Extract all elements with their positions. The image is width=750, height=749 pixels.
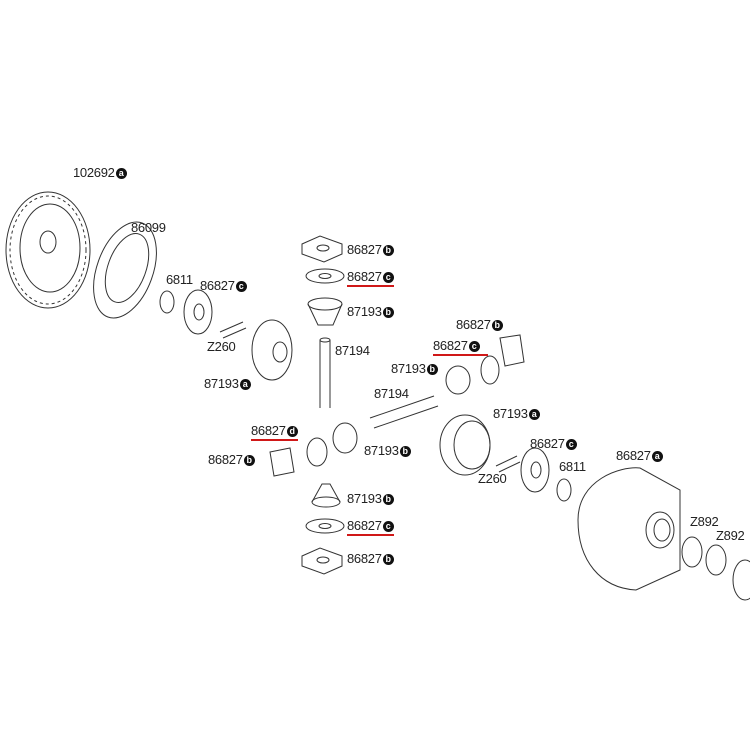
part-number: 86827 [200,278,235,293]
part-label: 87194 [335,344,370,358]
o-ring-2 [705,544,727,576]
part-number: Z892 [716,528,745,543]
side-gear-right [439,414,491,476]
pin-z260-left [219,321,247,339]
part-number: 86827 [208,452,243,467]
part-number: 86827 [616,448,651,463]
variant-badge: c [382,520,394,532]
shim-washer-left [183,289,213,335]
ring-gear [5,191,91,309]
part-label: 87194 [374,387,409,401]
part-label: Z260 [207,339,236,354]
variant-badge: a [651,450,663,462]
washer-6811-right [556,478,572,502]
variant-badge: c [565,438,577,450]
part-number: 87193 [391,361,426,376]
part-number: 6811 [166,272,193,287]
part-number: Z260 [207,339,236,354]
part-number: 86827 [251,423,286,438]
part-number: 87193 [364,443,399,458]
part-number: 87193 [493,406,528,421]
cross-shaft-vertical [319,340,331,408]
part-number: 87193 [347,491,382,506]
variant-badge: c [382,271,394,283]
variant-badge: b [243,454,255,466]
variant-badge: b [382,493,394,505]
part-number: 87193 [347,304,382,319]
pinion-parts-top [301,235,345,326]
pin-z260-right [495,455,521,473]
washer-6811-left [159,290,175,314]
side-gear-left [251,319,293,381]
part-number: Z260 [478,471,507,486]
part-number: 86827 [347,518,382,533]
variant-badge: b [426,363,438,375]
part-number: 86827 [433,338,468,353]
variant-badge: a [239,378,251,390]
part-number: 86099 [131,220,166,235]
gasket [93,221,157,319]
variant-badge: d [286,425,298,437]
part-number: 86827 [347,242,382,257]
part-label: 86099 [131,221,166,235]
part-number: 86827 [456,317,491,332]
variant-badge: b [382,306,394,318]
shim-washer-right [520,447,550,493]
part-label: 6811 [559,460,586,474]
part-label: Z260 [478,471,507,486]
pinion-parts-bottom [301,483,345,575]
variant-badge: b [382,244,394,256]
bearing [732,559,750,601]
variant-badge: a [115,167,127,179]
diff-case [577,467,681,591]
variant-badge: c [235,280,247,292]
part-label: Z892 [716,528,745,543]
part-number: 102692 [73,165,115,180]
part-number: 86827 [530,436,565,451]
part-label: Z892 [690,514,719,529]
variant-badge: a [528,408,540,420]
pinion-left-lower [269,422,358,477]
variant-badge: b [491,319,503,331]
part-label: 6811 [166,273,193,287]
variant-badge: b [382,553,394,565]
part-number: 87194 [374,386,409,401]
variant-badge: c [468,340,480,352]
part-number: 87193 [204,376,239,391]
part-number: 6811 [559,459,586,474]
cross-shaft-horizontal [369,395,439,429]
part-number: 87194 [335,343,370,358]
part-number: Z892 [690,514,719,529]
variant-badge: b [399,445,411,457]
part-number: 86827 [347,551,382,566]
part-number: 86827 [347,269,382,284]
o-ring-1 [681,536,703,568]
pinion-right [445,334,525,395]
